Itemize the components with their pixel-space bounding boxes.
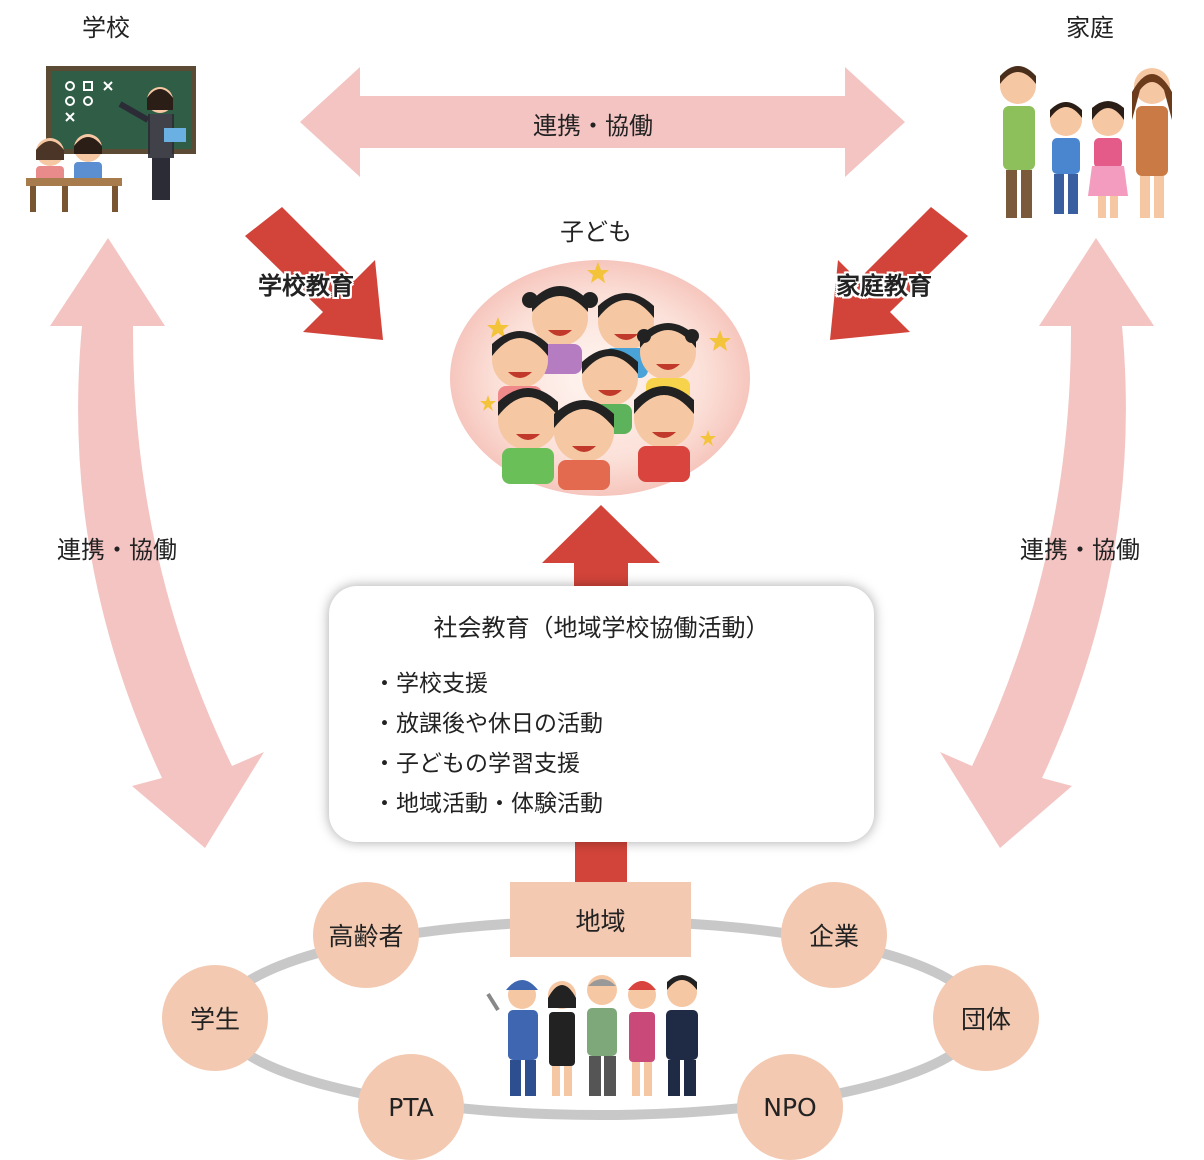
- member-npo: NPO: [737, 1054, 843, 1160]
- classroom-illustration: [26, 66, 196, 212]
- member-student: 学生: [162, 965, 268, 1071]
- member-group: 団体: [933, 965, 1039, 1071]
- left-cooperation-label: 連携・協働: [57, 536, 177, 564]
- list-item: ・子どもの学習支援: [373, 751, 580, 777]
- school-education-arrow: [245, 207, 383, 340]
- community-region-box: 地域: [510, 882, 691, 957]
- school-education-label: 学校教育: [258, 272, 354, 300]
- social-education-box: 社会教育（地域学校協働活動） ・学校支援 ・放課後や休日の活動 ・子どもの学習支…: [329, 586, 874, 842]
- social-education-title: 社会教育（地域学校協働活動）: [433, 614, 770, 642]
- top-cooperation-label: 連携・協働: [533, 112, 653, 140]
- community-people-illustration: [486, 975, 698, 1096]
- list-item: ・放課後や休日の活動: [373, 711, 603, 737]
- right-cooperation-arrow: [940, 238, 1154, 848]
- top-cooperation-arrow: [300, 67, 905, 177]
- children-illustration: [480, 262, 731, 490]
- community-to-social-arrow: [575, 840, 627, 884]
- list-item: ・学校支援: [373, 671, 488, 697]
- social-activity-list: ・学校支援 ・放課後や休日の活動 ・子どもの学習支援 ・地域活動・体験活動: [373, 664, 603, 824]
- child-title: 子ども: [560, 218, 632, 246]
- home-education-arrow: [830, 207, 968, 340]
- member-company: 企業: [781, 882, 887, 988]
- member-elderly: 高齢者: [313, 882, 419, 988]
- family-illustration: [1000, 66, 1172, 218]
- right-cooperation-label: 連携・協働: [1020, 536, 1140, 564]
- left-cooperation-arrow: [50, 238, 264, 848]
- home-title: 家庭: [1066, 14, 1114, 42]
- home-education-label: 家庭教育: [836, 272, 932, 300]
- member-pta: PTA: [358, 1054, 464, 1160]
- school-title: 学校: [82, 14, 130, 42]
- list-item: ・地域活動・体験活動: [373, 791, 603, 817]
- social-to-child-arrow: [542, 505, 660, 588]
